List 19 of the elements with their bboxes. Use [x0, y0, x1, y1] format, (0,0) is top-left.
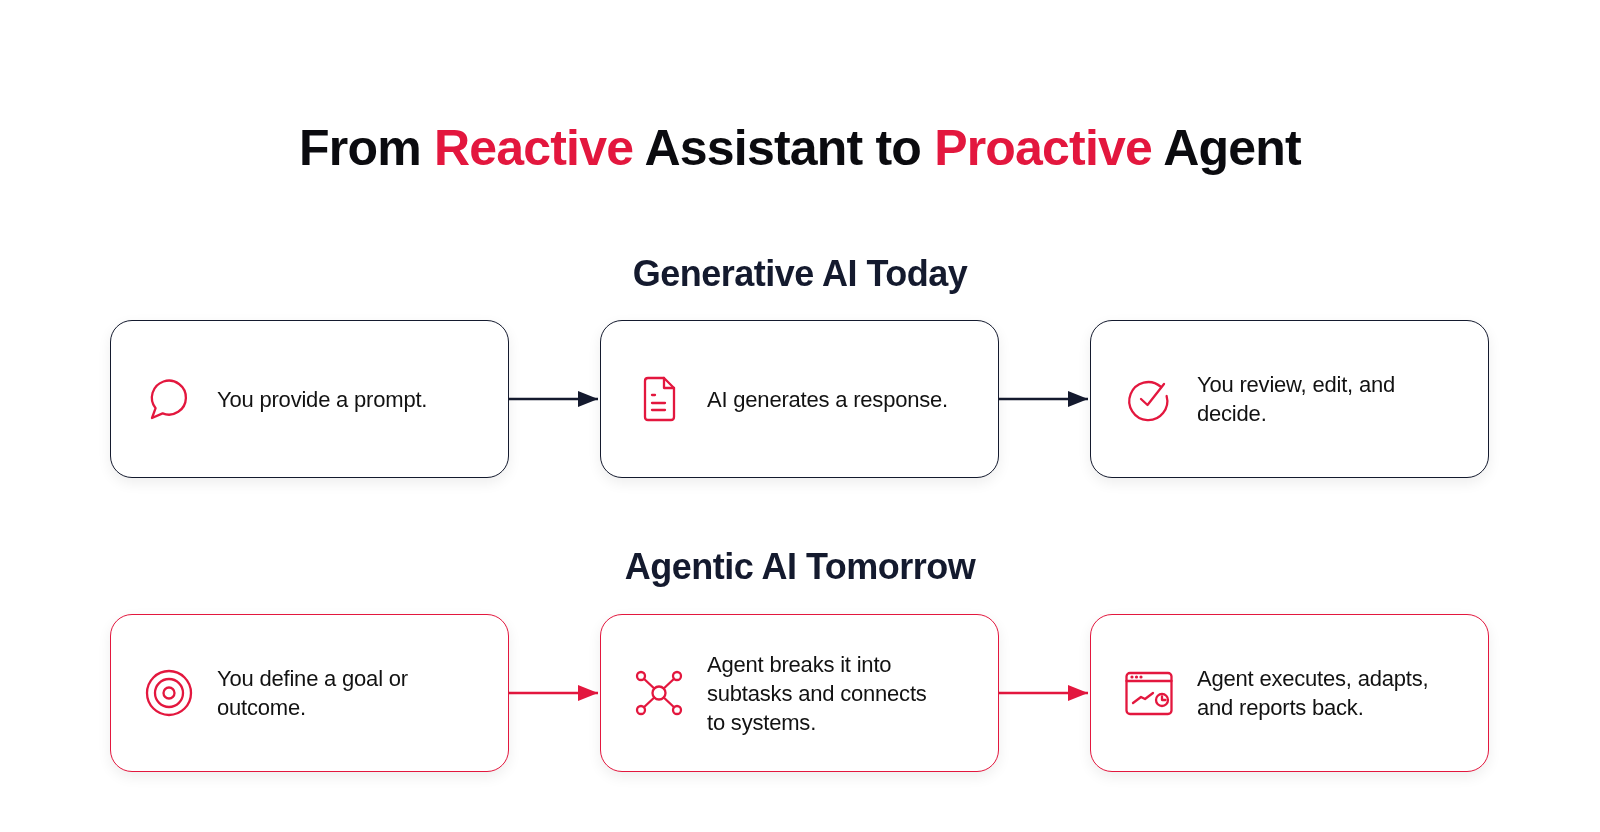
process-box [600, 320, 999, 478]
process-box [110, 320, 509, 478]
process-box [600, 614, 999, 772]
step-text: You provide a prompt. [217, 385, 429, 414]
arrow [509, 685, 598, 701]
step-text: AI generates a response. [707, 385, 950, 414]
step-text: You define a goal or outcome. [217, 665, 409, 722]
process-box [110, 614, 509, 772]
step-text: Agent breaks it into subtasks and connects to systems. [707, 650, 928, 737]
step-text: You review, edit, and decide. [1197, 371, 1397, 428]
arrow [509, 391, 598, 407]
arrow [999, 391, 1088, 407]
title: From Reactive Assistant to Proactive Agent [299, 120, 1301, 176]
process-box [1090, 320, 1489, 478]
section-heading: Agentic AI Tomorrow [624, 546, 976, 588]
arrow [999, 685, 1088, 701]
process-box [1090, 614, 1489, 772]
step-text: Agent executes, adapts, and reports back. [1197, 665, 1430, 722]
section-heading: Generative AI Today [632, 253, 968, 295]
